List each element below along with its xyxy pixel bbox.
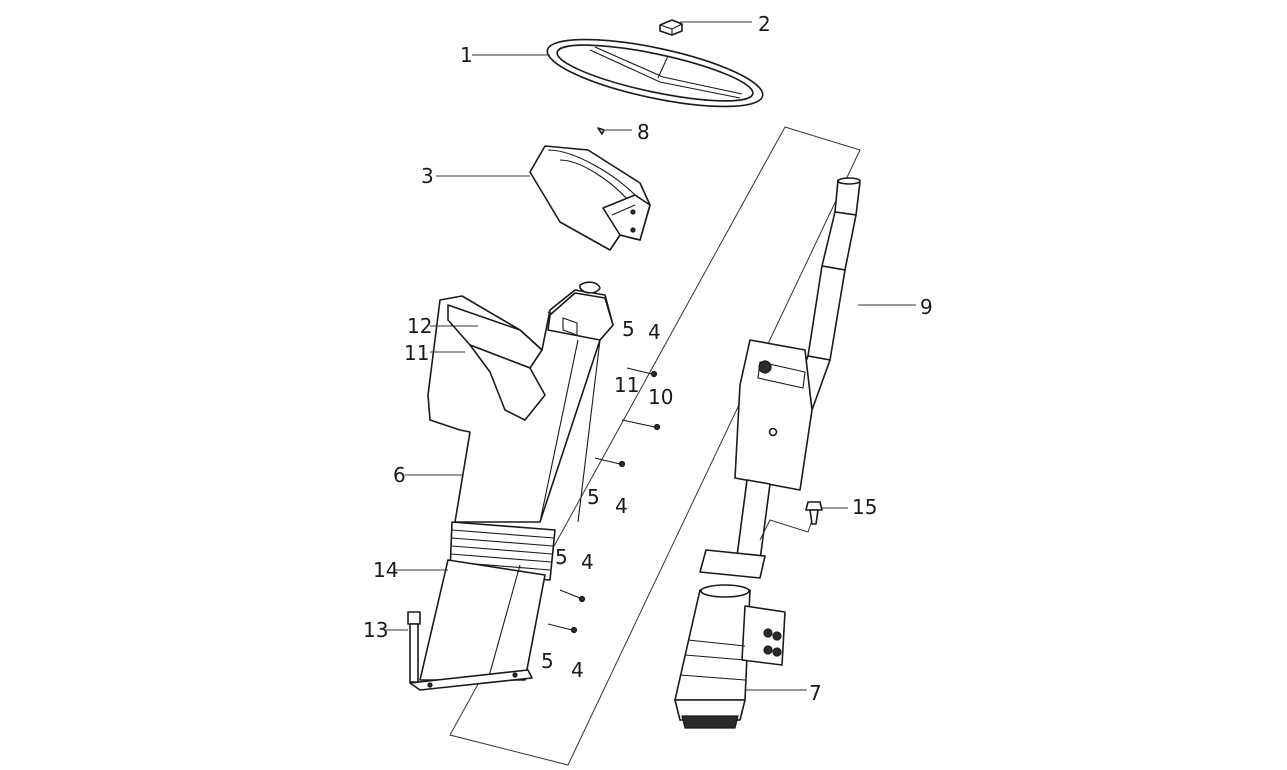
callout-5-bottom: 5 bbox=[541, 649, 554, 673]
callout-15: 15 bbox=[852, 495, 877, 519]
callout-14: 14 bbox=[373, 558, 398, 582]
steering-wheel bbox=[546, 38, 764, 108]
lower-shaft bbox=[699, 479, 771, 579]
callout-1: 1 bbox=[460, 43, 473, 67]
steering-shroud bbox=[529, 145, 651, 251]
callout-11-left: 11 bbox=[404, 341, 429, 365]
callout-4-middle: 4 bbox=[615, 494, 628, 518]
callout-8: 8 bbox=[637, 120, 650, 144]
callout-3: 3 bbox=[421, 164, 434, 188]
callout-10: 10 bbox=[648, 385, 673, 409]
shaft-bracket bbox=[734, 339, 813, 491]
column-housing bbox=[427, 281, 614, 523]
fastener-screw-bottom-1 bbox=[559, 589, 586, 603]
fastener-screw-lower bbox=[594, 457, 626, 468]
shaft-bolt bbox=[759, 501, 823, 541]
callout-5-middle: 5 bbox=[587, 485, 600, 509]
callout-7: 7 bbox=[809, 681, 822, 705]
steering-control-unit bbox=[674, 584, 786, 729]
column-bellows bbox=[419, 521, 556, 681]
leader-lines bbox=[384, 21, 916, 691]
mounting-bolt bbox=[407, 611, 421, 683]
small-screw bbox=[597, 127, 605, 135]
callout-5-upper: 5 bbox=[622, 317, 635, 341]
assembly-group-frame bbox=[449, 126, 861, 766]
fastener-screw-bottom-2 bbox=[547, 623, 578, 634]
callout-12: 12 bbox=[407, 314, 432, 338]
base-mounting-plate bbox=[409, 669, 533, 691]
callout-5-lower: 5 bbox=[555, 545, 568, 569]
callout-13: 13 bbox=[363, 618, 388, 642]
fastener-screw-middle bbox=[621, 419, 661, 431]
callout-4-bottom: 4 bbox=[571, 658, 584, 682]
callout-labels: 1 2 3 8 9 12 11 5 4 11 10 6 5 4 15 5 4 1… bbox=[363, 12, 933, 705]
fastener-screw-upper bbox=[626, 367, 658, 378]
callout-9: 9 bbox=[920, 295, 933, 319]
callout-4-lower: 4 bbox=[581, 550, 594, 574]
callout-6: 6 bbox=[393, 463, 406, 487]
callout-2: 2 bbox=[758, 12, 771, 36]
steering-shaft bbox=[789, 177, 861, 411]
steering-wheel-nut bbox=[659, 19, 683, 36]
callout-4-upper: 4 bbox=[648, 320, 661, 344]
callout-11-right: 11 bbox=[614, 373, 639, 397]
